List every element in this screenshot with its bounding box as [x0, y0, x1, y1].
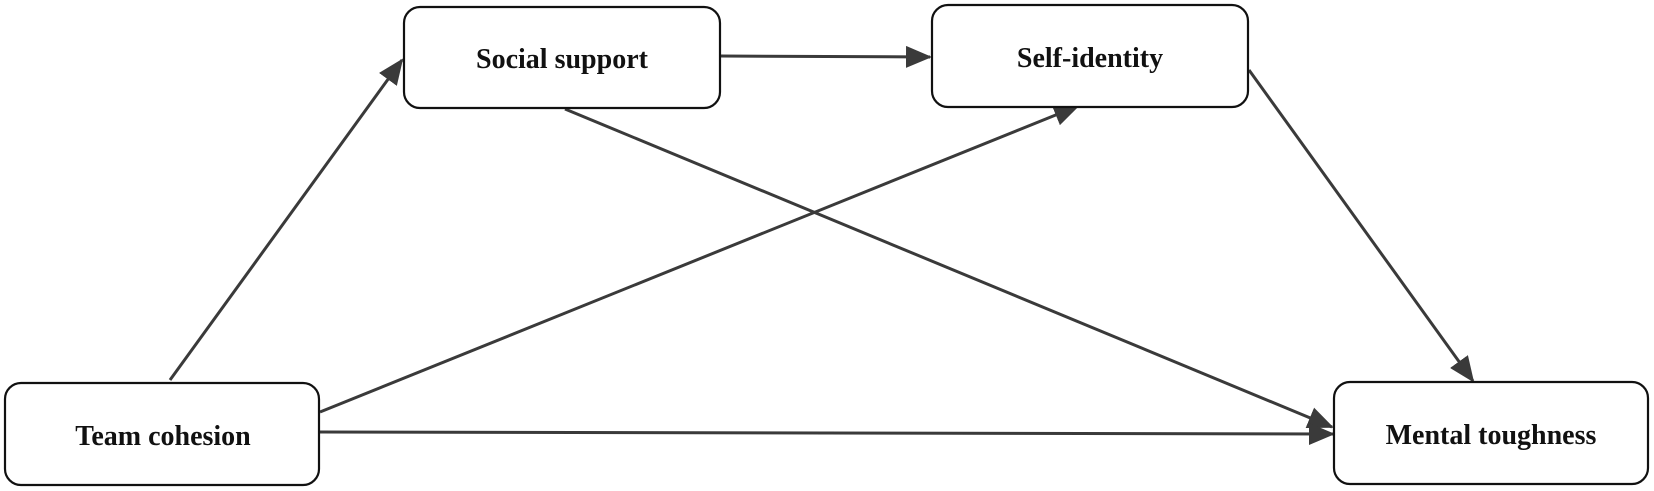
edge-team-cohesion-to-social-support	[168, 58, 404, 381]
node-social-support-label: Social support	[476, 44, 649, 75]
node-team-cohesion-label: Team cohesion	[75, 421, 251, 452]
node-social-support: Social support	[402, 5, 722, 110]
node-self-identity: Self-identity	[930, 3, 1250, 109]
node-mental-toughness: Mental toughness	[1332, 380, 1650, 486]
node-self-identity-label: Self-identity	[1017, 43, 1163, 74]
edges	[168, 45, 1475, 445]
edge-self-identity-to-mental-toughness	[1247, 69, 1475, 383]
edge-team-cohesion-to-self-identity	[319, 104, 1080, 414]
node-mental-toughness-label: Mental toughness	[1386, 420, 1597, 451]
node-team-cohesion: Team cohesion	[3, 381, 321, 487]
edge-team-cohesion-to-mental-toughness	[319, 422, 1335, 445]
edge-social-support-to-self-identity	[719, 45, 932, 68]
edge-social-support-to-mental-toughness	[564, 107, 1334, 429]
